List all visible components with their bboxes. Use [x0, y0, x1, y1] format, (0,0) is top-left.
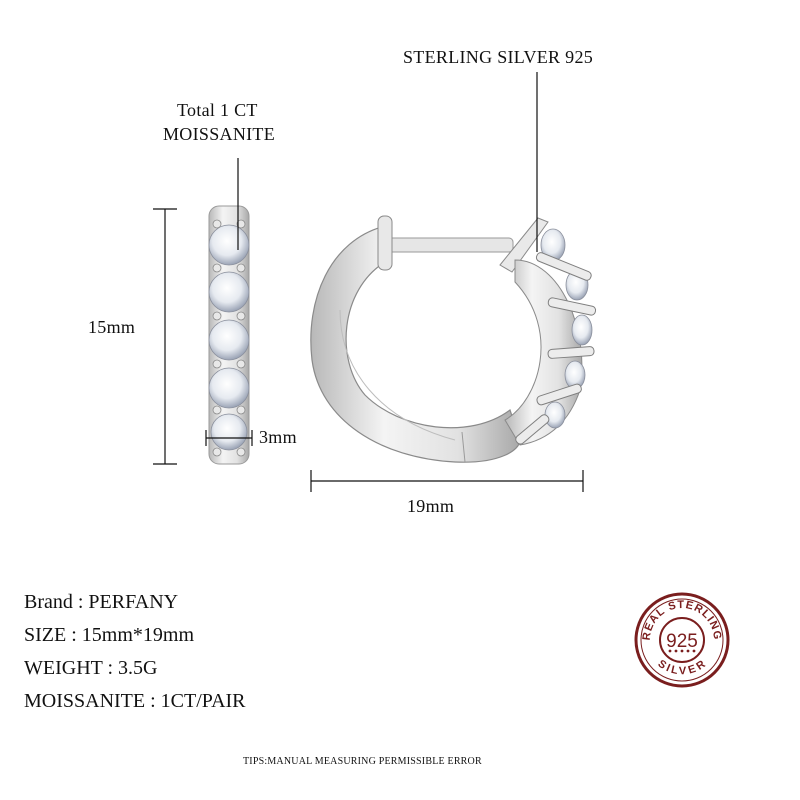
- spec-weight: WEIGHT : 3.5G: [24, 657, 158, 679]
- moissanite-callout-line2: MOISSANITE: [163, 124, 276, 144]
- moissanite-callout-line1: Total 1 CT: [177, 100, 258, 120]
- earring-front-view: [208, 205, 250, 465]
- band-width-label: 3mm: [259, 427, 297, 447]
- measurement-tips: TIPS:MANUAL MEASURING PERMISSIBLE ERROR: [243, 756, 482, 767]
- spec-moissanite: MOISSANITE : 1CT/PAIR: [24, 690, 246, 712]
- band-width-dimension-line: [205, 430, 253, 446]
- sterling-925-stamp: [634, 592, 730, 688]
- earring-side-view: [310, 215, 597, 463]
- height-dimension-line: [153, 208, 177, 465]
- sterling-silver-callout: STERLING SILVER 925: [403, 47, 594, 67]
- width-label: 19mm: [407, 496, 455, 516]
- spec-size: SIZE : 15mm*19mm: [24, 624, 194, 646]
- spec-brand: Brand : PERFANY: [24, 591, 179, 613]
- width-dimension-line: [310, 470, 584, 492]
- spec-list: Brand : PERFANY SIZE : 15mm*19mm WEIGHT …: [24, 592, 246, 711]
- height-label: 15mm: [88, 317, 136, 337]
